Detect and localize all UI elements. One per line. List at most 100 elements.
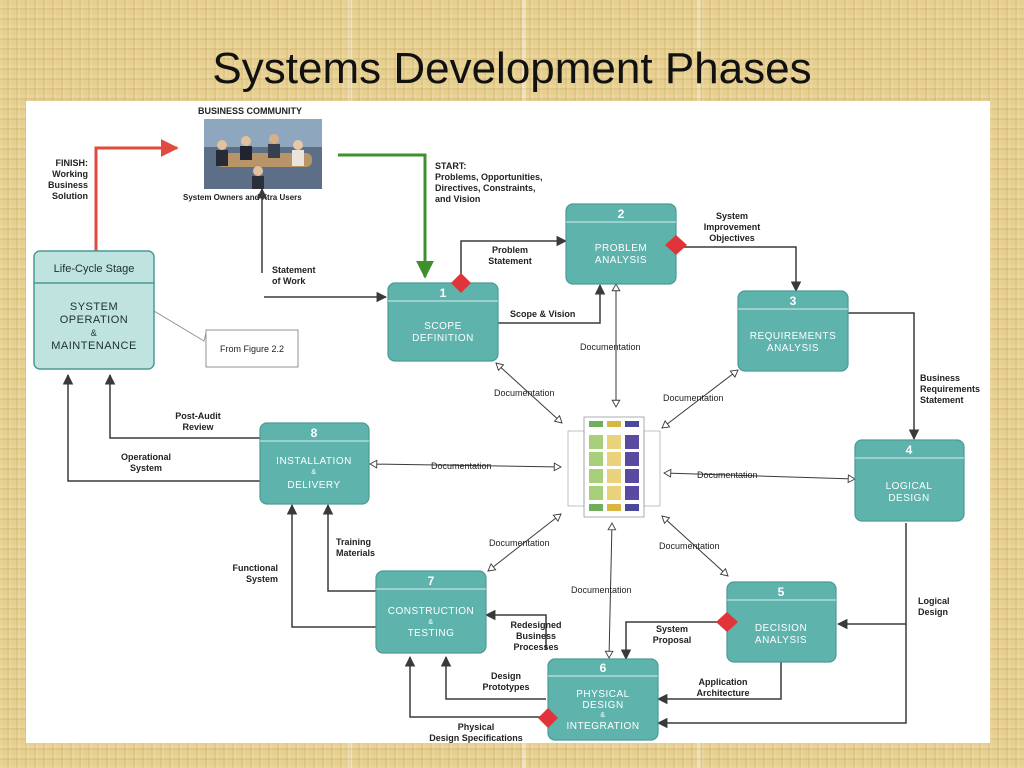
svg-text:Functional: Functional <box>233 563 279 573</box>
svg-text:DECISION: DECISION <box>755 623 807 634</box>
svg-text:Documentation: Documentation <box>580 342 641 352</box>
svg-text:3: 3 <box>790 294 797 308</box>
svg-text:Application: Application <box>699 677 748 687</box>
svg-text:Architecture: Architecture <box>696 688 749 698</box>
svg-text:Business: Business <box>920 373 960 383</box>
svg-text:5: 5 <box>778 585 785 599</box>
svg-text:Logical: Logical <box>918 596 950 606</box>
svg-text:Design: Design <box>918 607 948 617</box>
phase-scope-definition[interactable]: 1 SCOPE DEFINITION <box>387 282 499 362</box>
svg-text:SYSTEM: SYSTEM <box>70 301 118 313</box>
svg-text:Statement: Statement <box>272 265 316 275</box>
svg-text:Requirements: Requirements <box>920 384 980 394</box>
svg-text:Documentation: Documentation <box>489 538 550 548</box>
svg-text:Statement: Statement <box>488 256 532 266</box>
svg-text:LOGICAL: LOGICAL <box>886 481 933 492</box>
documentation-labels: Documentation Documentation Documentatio… <box>431 342 758 595</box>
phase-problem-analysis[interactable]: 2 PROBLEM ANALYSIS <box>565 203 677 285</box>
svg-text:Business: Business <box>516 631 556 641</box>
svg-text:System: System <box>716 211 748 221</box>
svg-text:REQUIREMENTS: REQUIREMENTS <box>750 331 837 342</box>
svg-text:MAINTENANCE: MAINTENANCE <box>51 340 137 352</box>
svg-text:ANALYSIS: ANALYSIS <box>767 343 819 354</box>
system-owners-caption: System Owners and Xtra Users <box>183 193 302 202</box>
svg-text:and Vision: and Vision <box>435 194 480 204</box>
center-matrix-graphic <box>567 416 661 518</box>
svg-text:Post-Audit: Post-Audit <box>175 411 221 421</box>
decision-diamonds <box>451 235 738 728</box>
svg-text:Documentation: Documentation <box>571 585 632 595</box>
start-label: START: Problems, Opportunities, Directiv… <box>435 161 543 204</box>
svg-text:Documentation: Documentation <box>494 388 555 398</box>
svg-text:START:: START: <box>435 161 466 171</box>
svg-text:Working: Working <box>52 169 88 179</box>
svg-text:Redesigned: Redesigned <box>510 620 561 630</box>
svg-text:Review: Review <box>182 422 214 432</box>
svg-text:ANALYSIS: ANALYSIS <box>755 635 807 646</box>
svg-text:Operational: Operational <box>121 452 171 462</box>
svg-text:Improvement: Improvement <box>704 222 761 232</box>
svg-text:SCOPE: SCOPE <box>424 321 462 332</box>
svg-text:PROBLEM: PROBLEM <box>595 243 647 254</box>
svg-text:INTEGRATION: INTEGRATION <box>566 721 639 732</box>
svg-text:DESIGN: DESIGN <box>582 700 623 711</box>
svg-text:CONSTRUCTION: CONSTRUCTION <box>388 606 475 617</box>
phase-logical-design[interactable]: 4 LOGICAL DESIGN <box>854 439 965 522</box>
svg-text:Materials: Materials <box>336 548 375 558</box>
svg-text:1: 1 <box>440 286 447 300</box>
svg-text:Physical: Physical <box>458 722 495 732</box>
svg-text:Processes: Processes <box>513 642 558 652</box>
svg-text:System: System <box>246 574 278 584</box>
svg-text:DEFINITION: DEFINITION <box>412 333 474 344</box>
svg-text:&: & <box>91 328 98 338</box>
finish-label: FINISH: Working Business Solution <box>48 158 88 201</box>
svg-text:&: & <box>600 712 605 719</box>
svg-text:Solution: Solution <box>52 191 88 201</box>
svg-text:Training: Training <box>336 537 371 547</box>
svg-text:Problem: Problem <box>492 245 528 255</box>
flow-arrows <box>62 187 920 729</box>
phase-requirements-analysis[interactable]: 3 REQUIREMENTS ANALYSIS <box>737 290 849 372</box>
svg-text:Business: Business <box>48 180 88 190</box>
svg-text:INSTALLATION: INSTALLATION <box>276 456 352 467</box>
svg-text:DELIVERY: DELIVERY <box>287 480 340 491</box>
svg-text:Proposal: Proposal <box>653 635 692 645</box>
svg-text:6: 6 <box>600 661 607 675</box>
svg-text:ANALYSIS: ANALYSIS <box>595 255 647 266</box>
phase-physical-design-integration[interactable]: 6 PHYSICAL DESIGN & INTEGRATION <box>547 658 659 741</box>
lifecycle-stage-box: Life-Cycle Stage SYSTEM OPERATION & MAIN… <box>33 250 155 370</box>
svg-text:Documentation: Documentation <box>663 393 724 403</box>
phase-construction-testing[interactable]: 7 CONSTRUCTION & TESTING <box>375 570 487 654</box>
svg-text:4: 4 <box>906 443 913 457</box>
svg-text:OPERATION: OPERATION <box>60 314 128 326</box>
svg-text:TESTING: TESTING <box>408 628 455 639</box>
business-community-photo <box>204 119 322 189</box>
svg-text:System: System <box>656 624 688 634</box>
svg-text:8: 8 <box>311 426 318 440</box>
svg-text:Documentation: Documentation <box>697 470 758 480</box>
page-title: Systems Development Phases <box>212 44 812 93</box>
svg-text:Documentation: Documentation <box>659 541 720 551</box>
svg-text:FINISH:: FINISH: <box>56 158 89 168</box>
diagram-canvas: BUSINESS COMMUNITY System Owners and Xtr… <box>33 106 980 743</box>
svg-text:Objectives: Objectives <box>709 233 755 243</box>
phase-installation-delivery[interactable]: 8 INSTALLATION & DELIVERY <box>259 422 370 505</box>
phase-decision-analysis[interactable]: 5 DECISION ANALYSIS <box>726 581 837 663</box>
svg-text:Problems, Opportunities,: Problems, Opportunities, <box>435 172 543 182</box>
start-arrow <box>338 153 434 279</box>
svg-text:&: & <box>311 469 316 476</box>
svg-text:&: & <box>428 619 433 626</box>
from-figure-callout: From Figure 2.2 <box>153 310 299 368</box>
svg-text:Statement: Statement <box>920 395 964 405</box>
svg-text:7: 7 <box>428 574 435 588</box>
svg-text:Design Specifications: Design Specifications <box>429 733 523 743</box>
flow-labels: Statement of Work Problem Statement Scop… <box>121 211 980 743</box>
lifecycle-header: Life-Cycle Stage <box>54 263 135 275</box>
svg-text:System: System <box>130 463 162 473</box>
svg-text:2: 2 <box>618 207 625 221</box>
documentation-arrows <box>370 284 855 658</box>
svg-text:Prototypes: Prototypes <box>482 682 529 692</box>
svg-text:Design: Design <box>491 671 521 681</box>
finish-arrow <box>94 139 179 254</box>
svg-text:Documentation: Documentation <box>431 461 492 471</box>
